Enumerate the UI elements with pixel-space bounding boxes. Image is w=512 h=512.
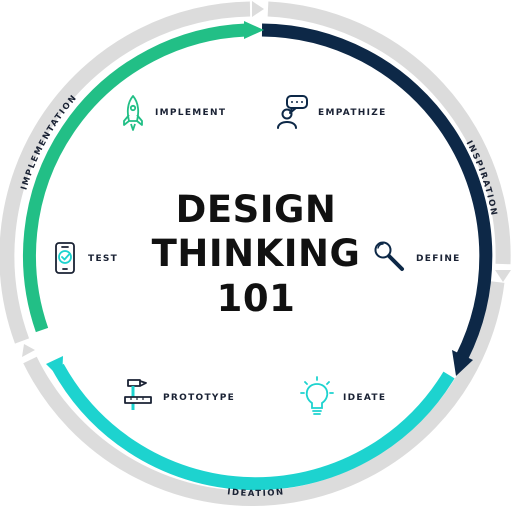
outer-ring-arrow-right [495,270,511,282]
stage-implement: IMPLEMENT [123,95,226,131]
stage-label-prototype: PROTOTYPE [163,393,235,403]
title-line-2: THINKING [152,232,361,275]
title-line-3: 101 [217,277,296,320]
outer-ring-inspiration-segment [267,1,511,265]
ring-segment-implementation [22,23,247,333]
stage-label-define: DEFINE [416,254,461,264]
outer-ring-ideation-segment [23,281,505,506]
title-line-1: DESIGN [176,188,337,231]
ring-arrow-inspiration [452,350,473,376]
outer-ring-arrow-top [252,1,264,17]
person-speech-bubble-icon [277,95,308,129]
stage-label-empathize: EMPATHIZE [318,108,387,118]
stage-ideate: IDEATE [300,376,386,415]
stage-label-implement: IMPLEMENT [155,108,226,118]
phone-checkmark-icon [55,242,75,274]
stage-empathize: EMPATHIZE [277,95,387,129]
ring-arrow-implementation [244,21,264,39]
magnifying-glass-icon [374,241,404,271]
rocket-icon [123,95,143,131]
phase-label-ideation: IDEATION [227,487,286,499]
ring-arrow-ideation [46,356,63,380]
stage-define: DEFINE [374,241,461,271]
stage-test: TEST [55,242,118,274]
ring-segment-ideation [52,363,455,491]
outer-ring-arrow-left [22,344,35,357]
stage-label-test: TEST [88,254,118,264]
ring-segment-inspiration [261,23,493,360]
lightbulb-icon [300,376,334,415]
outer-ring-implementation-segment [0,1,251,344]
stage-label-ideate: IDEATE [343,393,386,403]
hammer-ruler-icon [124,379,152,410]
stage-prototype: PROTOTYPE [124,379,235,410]
